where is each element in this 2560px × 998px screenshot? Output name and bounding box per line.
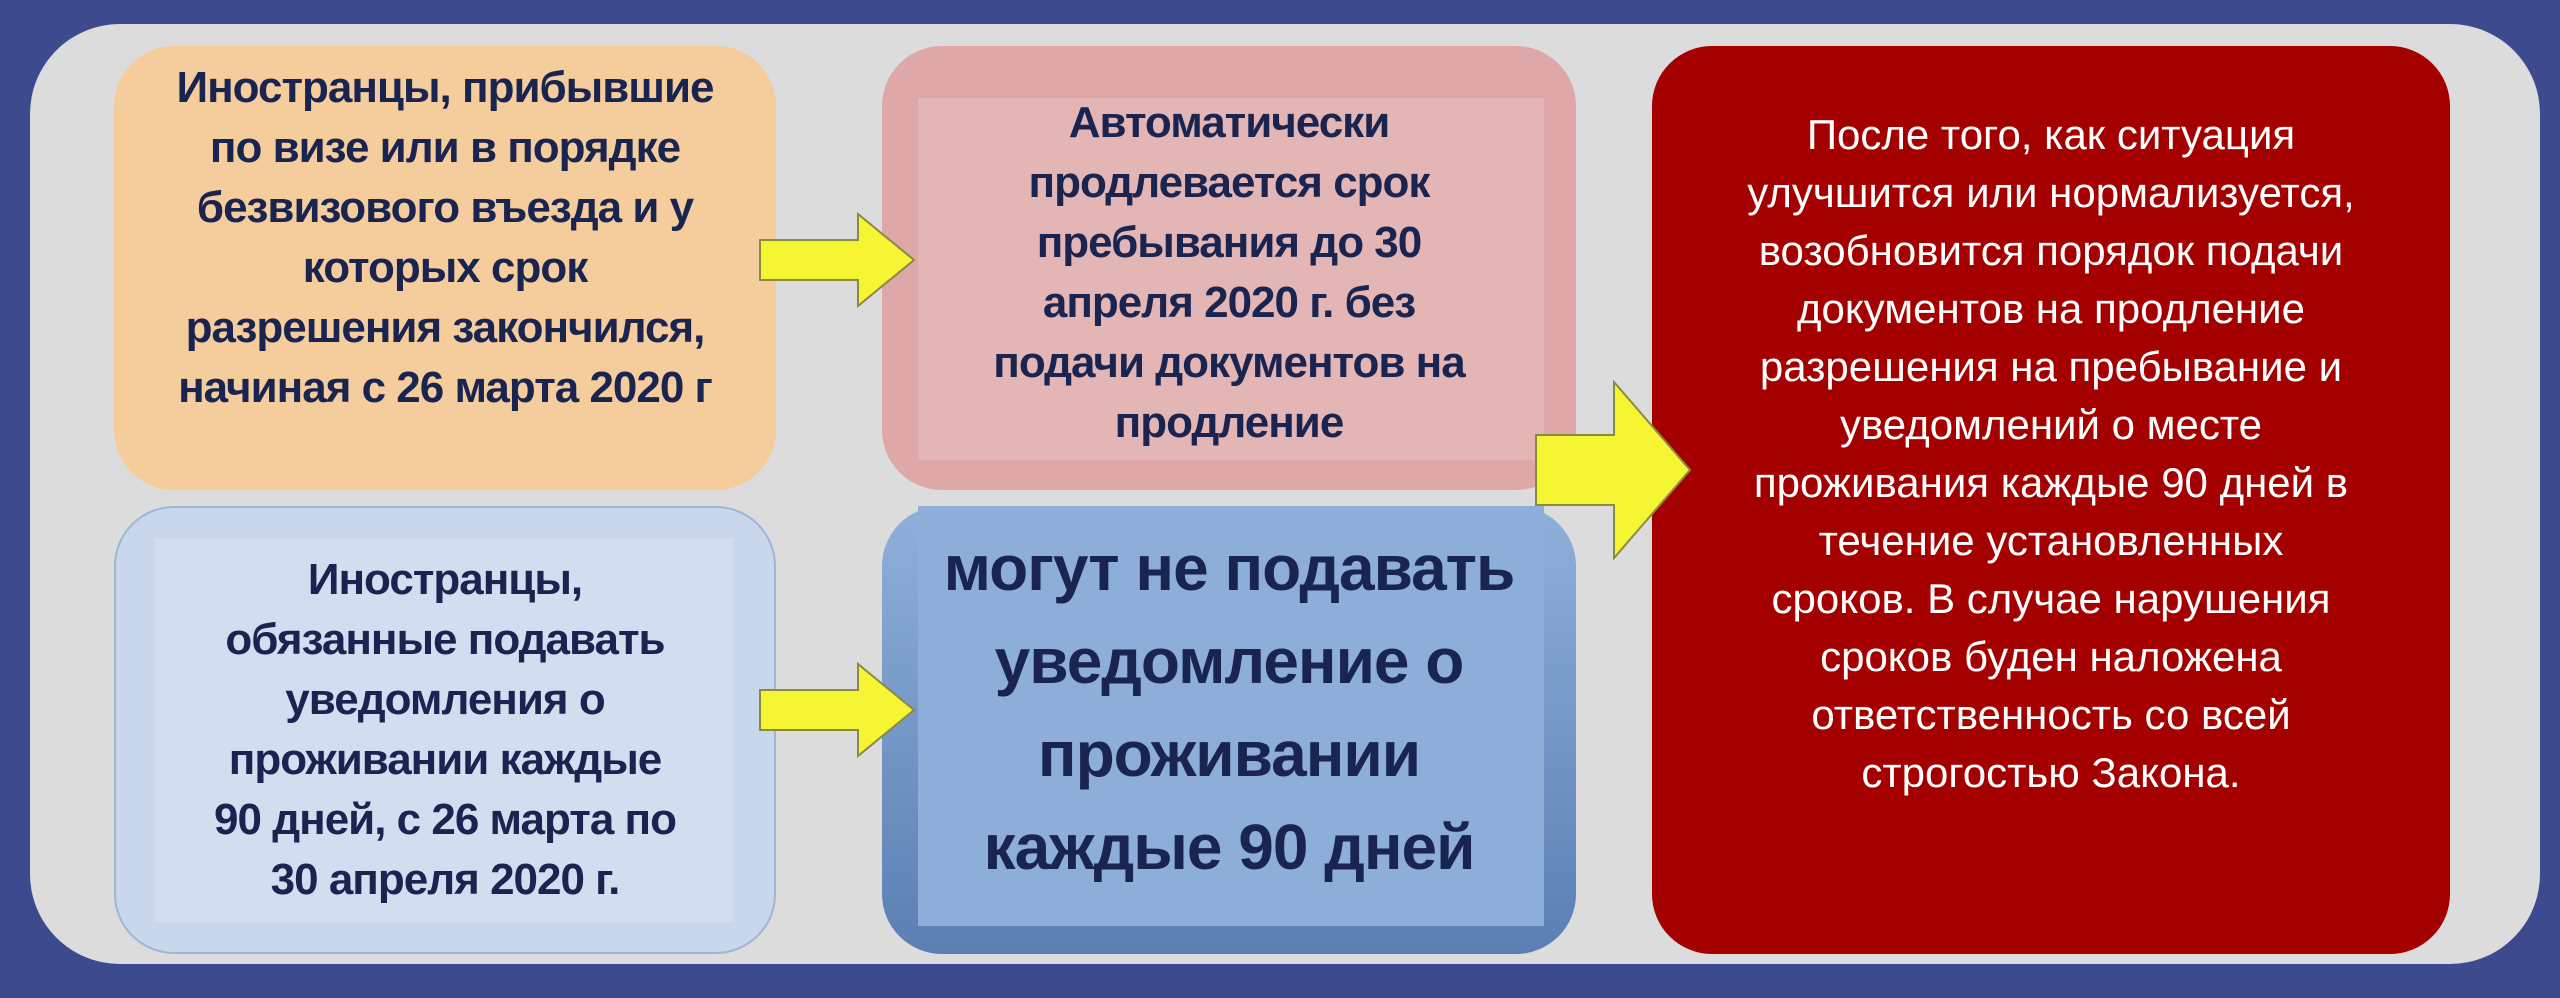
visa-foreigners-box: Иностранцы, прибывшие по визе или в поря…	[114, 46, 776, 490]
auto-extension-text: Автоматически продлевается срок пребыван…	[993, 98, 1465, 447]
after-normalization-text: После того, как ситуация улучшится или н…	[1747, 111, 2355, 796]
visa-foreigners-text: Иностранцы, прибывшие по визе или в поря…	[176, 63, 714, 412]
arrow-right-icon	[759, 662, 916, 758]
may-not-notify-text: могут не подавать уведомление о проживан…	[943, 532, 1516, 883]
auto-extension-box: Автоматически продлевается срок пребыван…	[882, 46, 1576, 490]
notification-foreigners-text: Иностранцы, обязанные подавать уведомлен…	[214, 555, 677, 904]
may-not-notify-box: могут не подавать уведомление о проживан…	[882, 506, 1576, 954]
arrow-right-icon	[759, 212, 916, 308]
big-arrow-right-icon	[1535, 380, 1692, 560]
after-normalization-box: После того, как ситуация улучшится или н…	[1652, 46, 2450, 954]
notification-foreigners-box: Иностранцы, обязанные подавать уведомлен…	[114, 506, 776, 954]
